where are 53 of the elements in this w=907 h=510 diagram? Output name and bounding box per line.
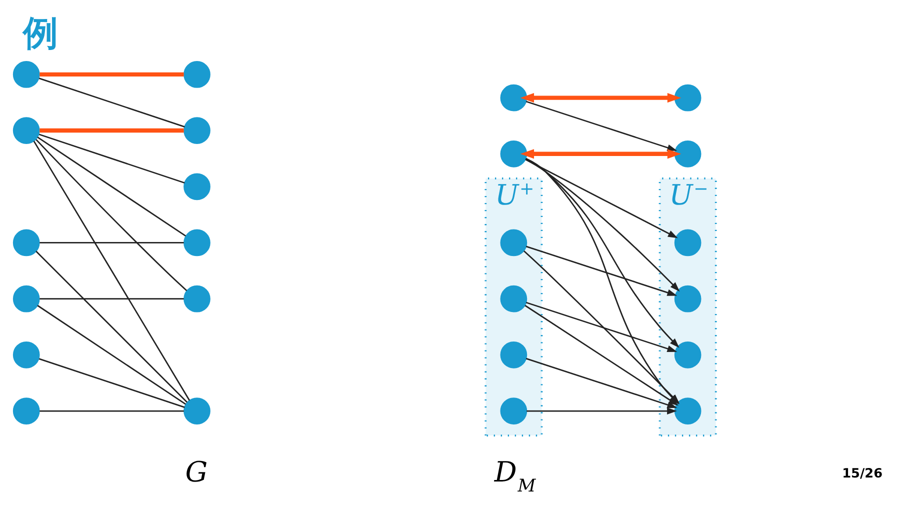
cluster: U$^{+}$ — [484, 178, 543, 436]
node-circle — [674, 341, 702, 368]
node-circle — [500, 341, 528, 368]
node-circle — [500, 140, 528, 168]
connector — [40, 242, 184, 244]
node-circle — [184, 285, 210, 312]
arrow — [520, 93, 682, 103]
node-circle — [184, 61, 210, 88]
node-circle — [184, 398, 210, 424]
connector — [40, 72, 184, 77]
arrow — [526, 100, 678, 152]
node-circle — [674, 84, 702, 112]
node-circle — [184, 173, 210, 200]
cluster: U$^{−}$ — [658, 178, 717, 436]
connector — [37, 304, 186, 405]
arrow — [526, 358, 678, 408]
connector — [38, 358, 185, 408]
node-circle — [184, 229, 210, 256]
connector — [38, 78, 185, 128]
node-circle — [12, 117, 40, 144]
node-circle — [674, 229, 702, 256]
arrow — [526, 246, 678, 296]
connector — [38, 134, 185, 184]
connector — [36, 139, 188, 292]
connector — [40, 298, 184, 300]
connector — [40, 128, 184, 133]
node-circle — [500, 229, 528, 256]
arrow — [520, 149, 682, 159]
arrow — [526, 302, 678, 352]
node-circle — [674, 285, 702, 312]
arrow — [525, 158, 678, 238]
node-circle — [12, 398, 40, 424]
node-circle — [12, 285, 40, 312]
node-circle — [12, 61, 40, 88]
label: D$_{M}$ — [494, 455, 536, 496]
diagram-title: 例 — [22, 13, 58, 54]
label: 15/26 — [842, 466, 883, 482]
node-circle — [500, 84, 528, 112]
connector — [33, 140, 190, 401]
connector — [36, 250, 188, 403]
node-circle — [674, 140, 702, 168]
node-circle — [184, 117, 210, 144]
connector — [37, 136, 186, 237]
connector — [40, 410, 184, 412]
node-circle — [12, 229, 40, 256]
arrow — [526, 408, 677, 414]
node-circle — [674, 398, 702, 424]
label: G — [185, 455, 208, 488]
arrow — [525, 158, 680, 348]
node-circle — [500, 285, 528, 312]
node-circle — [12, 341, 40, 368]
arrow — [526, 158, 680, 292]
node-circle — [500, 398, 528, 424]
